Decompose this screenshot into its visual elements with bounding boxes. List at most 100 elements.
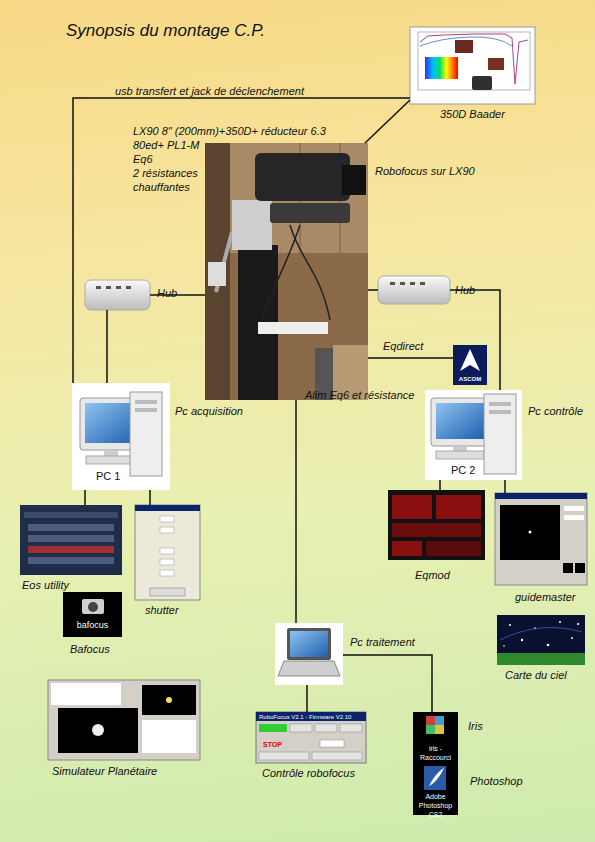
connector-line	[343, 655, 432, 712]
window-panel	[436, 495, 481, 519]
shortcut-icon: Adobe Photoshop CS2Photoshop	[413, 762, 458, 815]
shortcut-icon: iris - RaccourciIris	[413, 712, 458, 762]
connector-line	[365, 100, 410, 143]
usb-hub: Hub	[85, 280, 150, 310]
connector-line	[149, 490, 151, 505]
connector-group	[73, 98, 505, 712]
connector-line	[439, 480, 441, 490]
input-field	[320, 740, 344, 747]
hub-port	[106, 286, 111, 289]
connector-line	[84, 490, 86, 505]
laptop-picture	[275, 623, 343, 685]
graph-frame	[418, 32, 530, 90]
title-bar	[495, 493, 587, 499]
power-strip	[258, 322, 328, 334]
window-panel	[426, 541, 481, 556]
connector-label: usb transfert et jack de déclenchement	[115, 84, 304, 98]
ascom-logo	[453, 345, 487, 385]
hub-port	[420, 282, 425, 285]
pc-tower	[130, 392, 162, 476]
icon-tile	[426, 725, 435, 734]
software-screenshot: shutter	[135, 505, 200, 600]
button	[259, 752, 309, 760]
software-screenshot	[48, 680, 200, 760]
button	[315, 724, 337, 732]
node-label: iris - Raccourci	[413, 744, 458, 762]
monitor-stand	[104, 450, 118, 456]
node-label: PC 2	[451, 463, 475, 477]
picture-frame	[410, 27, 535, 104]
window-panel	[24, 512, 118, 518]
diagram-title: Synopsis du montage C.P.	[66, 20, 265, 42]
node-label: Simulateur Planétaire	[52, 764, 157, 778]
button	[290, 724, 312, 732]
software-screenshot: Simulateur Planétaire	[48, 680, 200, 760]
window-panel	[28, 524, 114, 531]
connector-label: Eqdirect	[383, 339, 423, 353]
button-text: STOP	[263, 740, 282, 749]
node-label: Contrôle robofocus	[262, 766, 355, 780]
lx90-tube	[255, 153, 350, 201]
window-panel	[51, 683, 121, 705]
node-label: Eqmod	[415, 568, 450, 582]
usb-hub	[378, 276, 450, 304]
photoshop-icon	[424, 766, 446, 790]
star	[534, 627, 536, 629]
software-screenshot	[497, 615, 585, 665]
node-label: shutter	[145, 603, 179, 617]
drive-slot	[489, 410, 511, 414]
hub-port	[390, 282, 395, 285]
node-label: Eq6	[133, 152, 153, 166]
star	[547, 644, 550, 647]
photo-caption: Alim Eq6 et résistance	[305, 388, 414, 402]
keyboard	[436, 451, 484, 459]
connector-line	[106, 310, 108, 383]
software-screenshot: Eqmod	[388, 490, 485, 560]
button	[312, 752, 362, 760]
software-screenshot: Eos utility	[20, 505, 122, 575]
pc-tower	[484, 394, 516, 474]
computer-picture	[425, 390, 522, 480]
camera-icon	[82, 599, 104, 614]
hub-port	[96, 286, 101, 289]
monitor	[431, 398, 489, 446]
node-label: Carte du ciel	[505, 668, 567, 682]
usb-hub	[85, 280, 150, 310]
telescope-photo	[205, 143, 368, 400]
camera	[342, 165, 366, 195]
node-label: Pc contrôle	[528, 404, 583, 418]
window-panel	[28, 546, 114, 553]
window-title: RoboFocus V2.1 - Firmware V2.10	[259, 713, 351, 721]
node-label: ASCOM	[453, 375, 487, 383]
guide-view	[500, 505, 560, 560]
cable	[262, 225, 330, 322]
title-bar	[135, 505, 200, 511]
connector-line	[368, 357, 453, 359]
window-panel	[28, 557, 114, 564]
planet-disk	[166, 697, 172, 703]
counterweight	[208, 262, 226, 286]
ascom-star	[460, 349, 480, 371]
node-label: LX90 8" (200mm)+350D+ réducteur 6.3	[133, 124, 326, 138]
software-screenshot	[495, 493, 587, 585]
spectrum-image	[425, 57, 458, 79]
input-field	[160, 570, 174, 576]
input-field	[160, 548, 174, 554]
guide-star	[529, 531, 532, 534]
node-label: guidemaster	[515, 590, 576, 604]
planet-disk	[92, 724, 104, 736]
button	[259, 724, 287, 732]
node-label: bafocus	[63, 620, 122, 631]
nebula-thumbnail	[455, 40, 473, 53]
input-field	[160, 516, 174, 522]
node-label: Bafocus	[70, 642, 110, 656]
horizon	[497, 653, 585, 665]
guide-view	[575, 563, 585, 573]
node-label: Hub	[455, 283, 475, 297]
node-label: 80ed+ PL1-M	[133, 138, 199, 152]
window-panel	[392, 541, 422, 556]
button	[150, 588, 185, 596]
photo-caption: Robofocus sur LX90	[375, 164, 475, 178]
nebula-thumbnail	[488, 58, 504, 70]
telescope-photo: LX90 8" (200mm)+350D+ réducteur 6.380ed+…	[205, 143, 368, 400]
